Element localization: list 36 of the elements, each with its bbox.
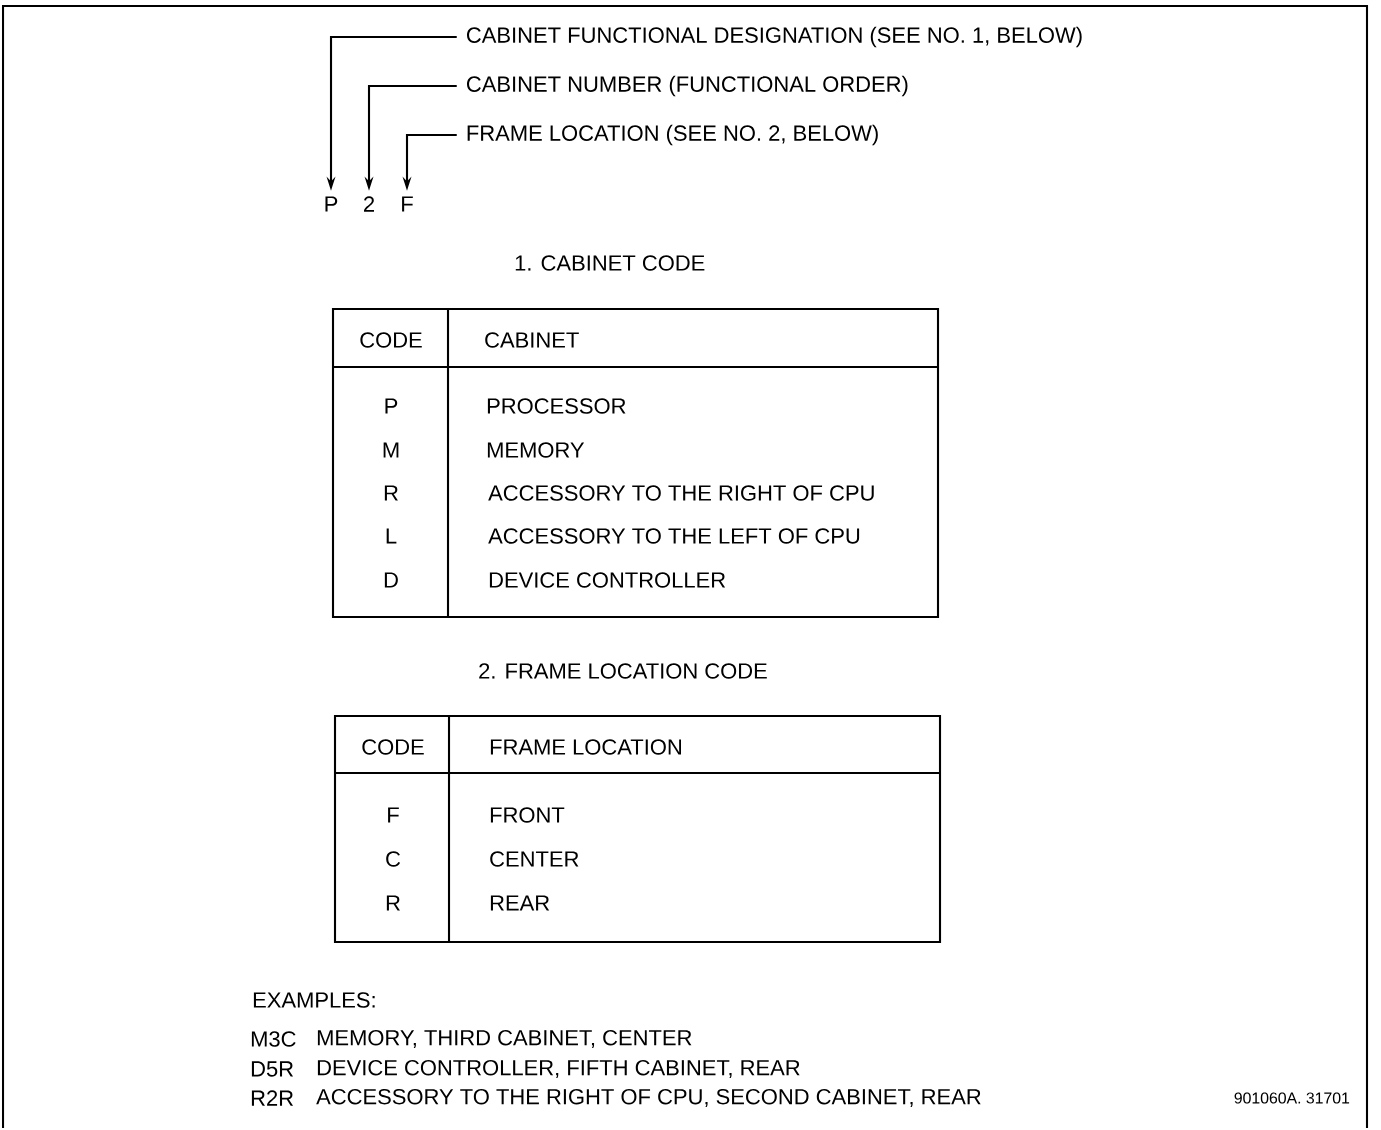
- table-text: ACCESSORY TO THE RIGHT OF CPU: [488, 485, 874, 501]
- table-text: R: [384, 485, 398, 501]
- table-text: M: [383, 442, 399, 458]
- table-text: PROCESSOR: [487, 398, 626, 414]
- table-text: L: [386, 528, 397, 544]
- column-header: FRAME LOCATION: [490, 739, 681, 755]
- table-text: DEVICE CONTROLLER: [489, 572, 726, 588]
- table-text: C: [386, 851, 401, 867]
- leader-text: CABINET NUMBER (FUNCTIONAL ORDER): [467, 75, 908, 97]
- leader-text: CABINET FUNCTIONAL DESIGNATION (SEE NO. 1, BELOW): [467, 26, 1082, 48]
- code-letter: F: [402, 196, 413, 212]
- examples-heading: EXAMPLES:: [253, 992, 375, 1008]
- example-code: R2R: [251, 1090, 294, 1106]
- section-heading: 1. CABINET CODE: [515, 255, 705, 271]
- example-text: MEMORY, THIRD CABINET, CENTER: [317, 1029, 692, 1049]
- example-text: ACCESSORY TO THE RIGHT OF CPU, SECOND CABINET, REAR: [316, 1088, 981, 1108]
- leader-text: FRAME LOCATION (SEE NO. 2, BELOW): [467, 124, 878, 146]
- column-header: CODE: [360, 332, 422, 348]
- column-header: CODE: [362, 739, 424, 755]
- section-heading: 2. FRAME LOCATION CODE: [479, 663, 767, 679]
- reference-number: 901060A. 31701: [1234, 1092, 1350, 1104]
- table-text: MEMORY: [487, 442, 585, 458]
- code-letter: 2: [364, 196, 374, 212]
- table-text: F: [388, 807, 399, 823]
- table-text: CENTER: [490, 851, 579, 867]
- example-text: DEVICE CONTROLLER, FIFTH CABINET, REAR: [317, 1059, 800, 1079]
- table-text: P: [385, 398, 398, 414]
- table-text: REAR: [490, 895, 550, 911]
- example-code: D5R: [251, 1061, 294, 1077]
- example-code: M3C: [251, 1031, 296, 1047]
- code-letter: P: [325, 196, 338, 212]
- column-header: CABINET: [485, 332, 579, 348]
- table-text: ACCESSORY TO THE LEFT OF CPU: [488, 528, 860, 544]
- table-text: D: [384, 572, 398, 588]
- table-text: FRONT: [490, 807, 565, 823]
- table-text: R: [386, 895, 400, 911]
